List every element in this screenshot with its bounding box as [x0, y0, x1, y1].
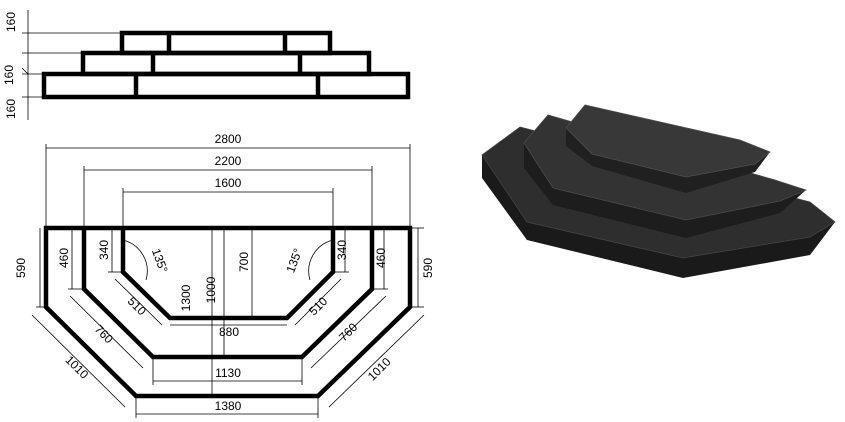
dim-diag-right-outer-line	[328, 314, 425, 408]
side-step-bottom	[41, 71, 411, 100]
dim-width-inner: 1600	[215, 176, 242, 190]
side-height-1: 160	[4, 12, 18, 32]
side-view: 160 160 160	[2, 10, 411, 120]
dim-right-middle: 460	[374, 248, 388, 268]
dim-diag-left-middle-line	[69, 295, 144, 369]
dim-diag-left-outer-line	[31, 314, 126, 408]
dim-diag-right-inner-line	[294, 278, 342, 326]
iso-step-top-top	[565, 104, 771, 178]
dim-diag-right-middle-line	[310, 295, 387, 369]
side-step-top	[119, 30, 333, 56]
dim-diag-left-outer: 1010	[62, 353, 91, 382]
side-height-2: 160	[2, 65, 16, 85]
dim-diag-left-inner-line	[114, 278, 163, 326]
dim-depth-outer: 1300	[179, 284, 193, 311]
dim-diag-right-outer: 1010	[365, 355, 394, 384]
dim-bottom-middle: 1130	[215, 366, 241, 380]
side-height-3: 160	[4, 99, 18, 119]
dim-left-outer: 590	[14, 258, 28, 278]
dim-left-middle: 460	[57, 248, 71, 268]
dim-width-outer: 2800	[215, 132, 242, 146]
dim-depth-middle: 1000	[204, 276, 218, 303]
angle-label-left: 135°	[149, 247, 171, 275]
dim-left-inner: 340	[97, 240, 111, 260]
dim-width-middle: 2200	[215, 154, 242, 168]
dim-depth-inner: 700	[237, 252, 251, 272]
dim-bottom-outer: 1380	[215, 399, 242, 413]
dim-bottom-inner: 880	[219, 325, 239, 339]
dim-diag-left-inner: 510	[125, 294, 149, 318]
side-tick	[21, 67, 29, 75]
iso-render	[481, 104, 836, 278]
angle-arc-right	[308, 239, 334, 281]
plan-view: 2800 2200 1600 590 460 340 340 460	[14, 132, 435, 418]
dim-diag-left-middle: 760	[92, 322, 116, 346]
plan-outline-middle	[81, 228, 375, 360]
angle-label-right: 135°	[283, 246, 305, 274]
dim-right-outer: 590	[421, 258, 435, 278]
plan-outline-inner	[120, 228, 336, 321]
side-step-middle	[80, 50, 372, 77]
angle-arc-left	[122, 239, 148, 281]
dim-right-inner: 340	[335, 240, 349, 260]
